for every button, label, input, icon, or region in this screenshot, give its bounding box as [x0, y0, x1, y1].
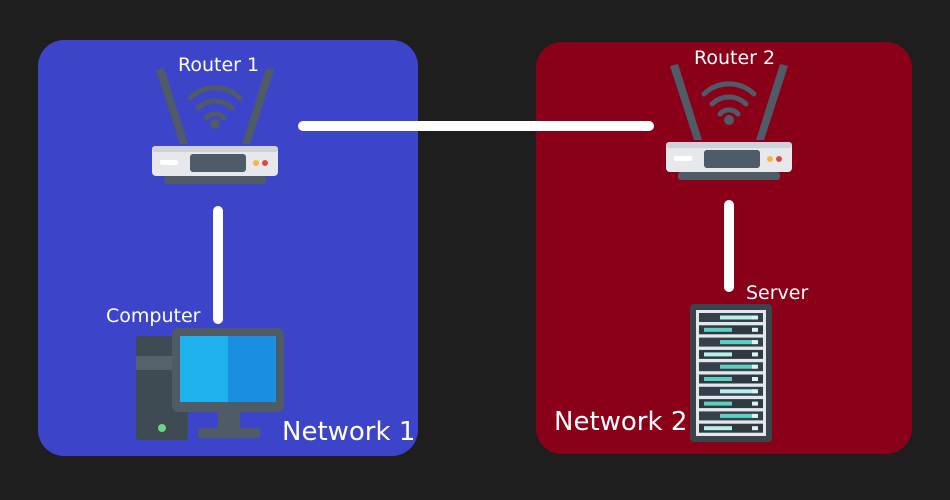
- router-icon: [666, 64, 792, 180]
- router-1-router-2-link: [298, 121, 654, 131]
- server-label: Server: [746, 282, 809, 304]
- server-unit-indicator: [720, 340, 756, 345]
- server-unit-led: [752, 377, 758, 381]
- server-unit-led: [752, 352, 758, 357]
- server-rack-icon: [690, 304, 772, 442]
- server-unit-led: [752, 426, 758, 431]
- server-unit-led: [752, 389, 758, 394]
- server-unit-indicator: [720, 413, 756, 418]
- server-unit-indicator: [704, 377, 732, 381]
- server-unit-led: [752, 413, 758, 418]
- server-unit-indicator: [704, 401, 732, 406]
- router-1-label: Router 1: [178, 54, 260, 76]
- server-unit-indicator: [720, 364, 756, 369]
- router-1-computer-link: [213, 206, 223, 324]
- network-1-label: Network 1: [282, 417, 416, 447]
- server-unit-indicator: [704, 426, 732, 431]
- server-unit-led: [752, 315, 758, 320]
- router-2-label: Router 2: [694, 47, 776, 69]
- server-unit-indicator: [704, 352, 732, 357]
- router-2-server-link: [724, 200, 734, 292]
- server-unit-led: [752, 340, 758, 345]
- desktop-computer-icon: [136, 328, 284, 440]
- server-unit-indicator: [720, 315, 756, 320]
- network-2-label: Network 2: [554, 407, 688, 437]
- server-unit-led: [752, 364, 758, 369]
- server-unit-indicator: [704, 327, 732, 332]
- server-unit-led: [752, 401, 758, 406]
- server-unit-led: [752, 327, 758, 332]
- server-unit-indicator: [720, 389, 756, 394]
- router-icon: [152, 68, 278, 184]
- computer-label: Computer: [106, 305, 201, 327]
